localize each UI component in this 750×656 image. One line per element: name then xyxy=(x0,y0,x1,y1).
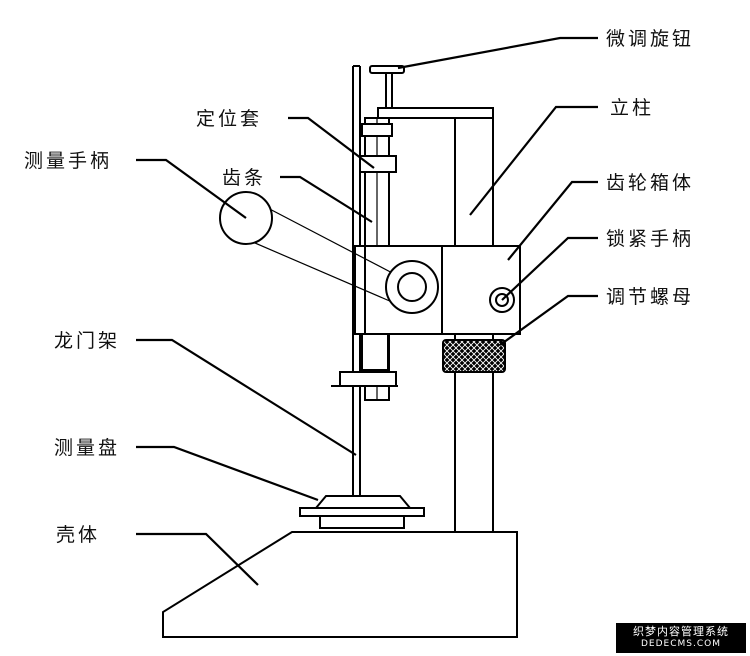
label-positioning-sleeve: 定位套 xyxy=(196,108,262,130)
watermark-badge: 织梦内容管理系统 DEDECMS.COM xyxy=(616,623,746,653)
fine-adjust-knob xyxy=(369,65,405,74)
label-fine-adjust-knob: 微调旋钮 xyxy=(606,28,694,50)
positioning-sleeve xyxy=(359,123,397,173)
label-gear-box: 齿轮箱体 xyxy=(606,172,694,194)
measuring-handle xyxy=(219,191,439,314)
label-measuring-handle: 测量手柄 xyxy=(24,150,112,172)
label-rack: 齿条 xyxy=(222,167,266,189)
label-adjust-nut: 调节螺母 xyxy=(606,286,694,308)
top-arm xyxy=(377,72,494,119)
label-gantry-frame: 龙门架 xyxy=(54,330,120,352)
label-measuring-plate: 测量盘 xyxy=(54,437,120,459)
watermark-line1: 织梦内容管理系统 xyxy=(633,625,729,638)
adjust-nut xyxy=(442,339,506,373)
labels: 微调旋钮 立柱 定位套 测量手柄 齿条 齿轮箱体 锁紧手柄 调节螺母 龙门架 测… xyxy=(24,28,694,546)
housing-base xyxy=(162,531,518,638)
lower-collar xyxy=(331,333,398,387)
leader-lines xyxy=(136,36,598,586)
label-lock-handle: 锁紧手柄 xyxy=(606,228,694,250)
label-column: 立柱 xyxy=(610,97,654,119)
watermark-line2: DEDECMS.COM xyxy=(641,639,721,649)
measuring-plate xyxy=(299,495,425,533)
label-housing: 壳体 xyxy=(56,524,100,546)
